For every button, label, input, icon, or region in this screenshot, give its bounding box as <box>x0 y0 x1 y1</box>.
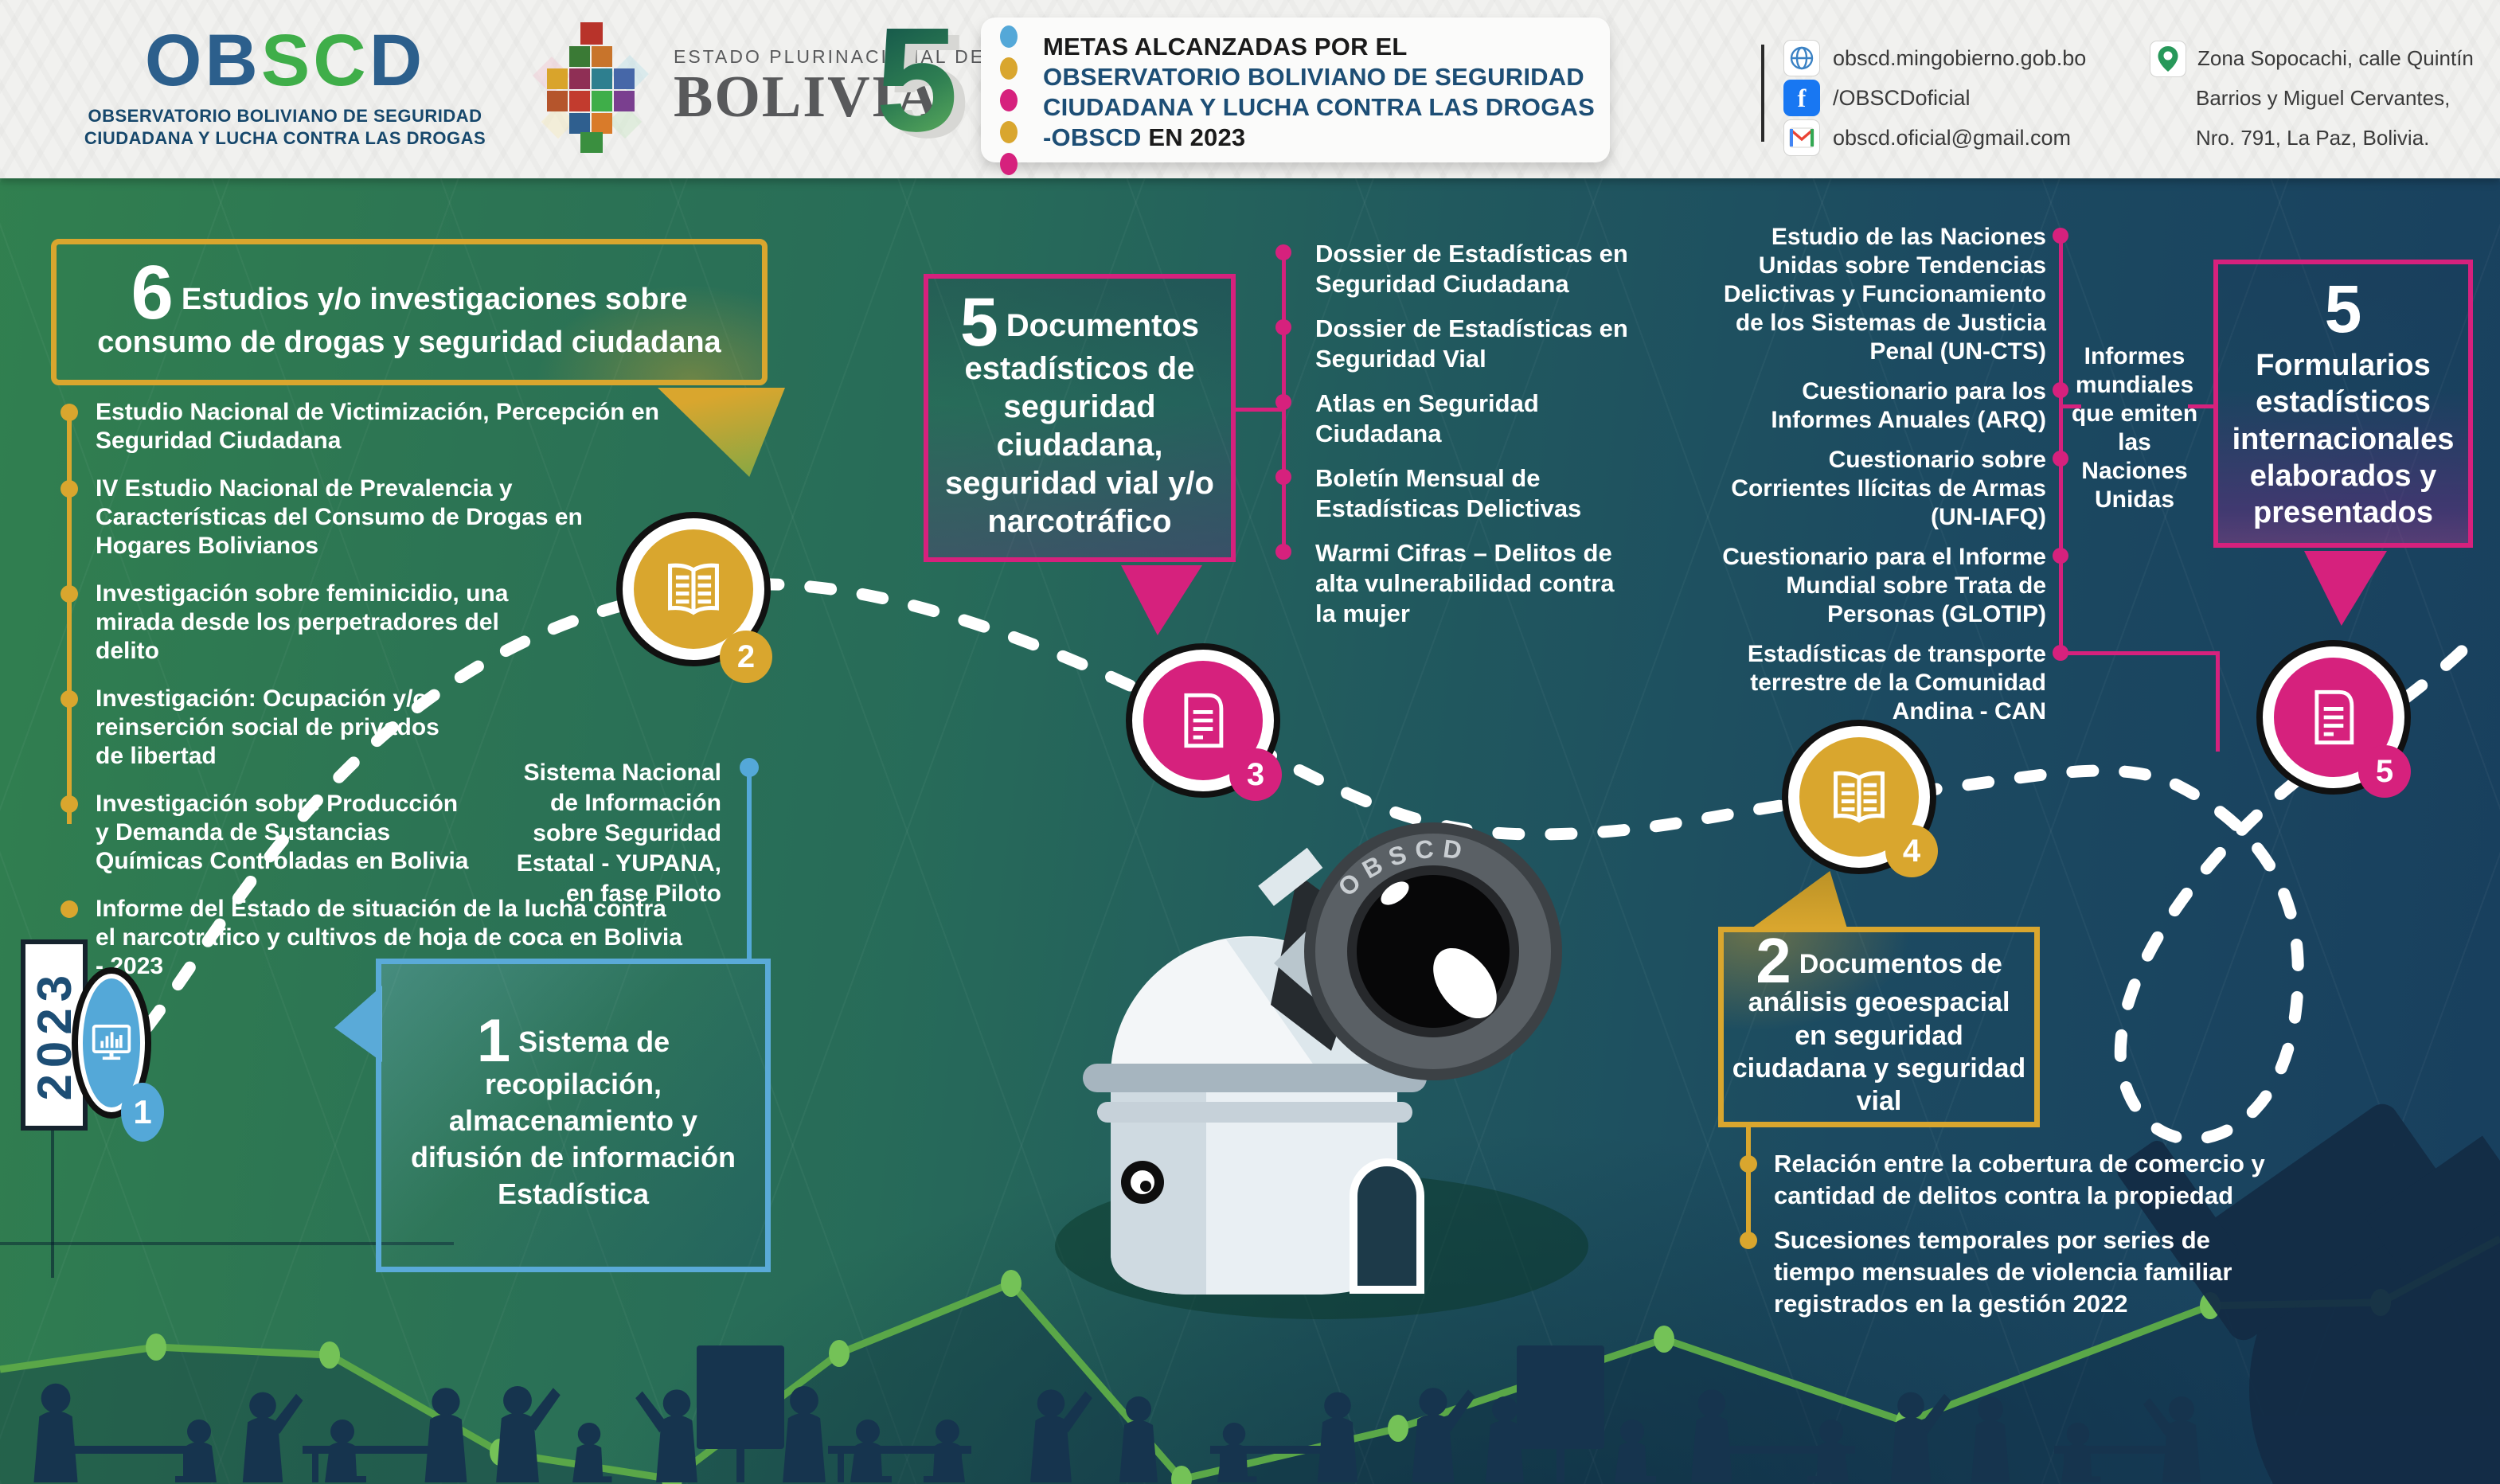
bullet-icon <box>1275 244 1291 260</box>
list-item: Relación entre la cobertura de comercio … <box>1740 1148 2283 1212</box>
decor-line <box>0 1242 454 1245</box>
list-item: Dossier de Estadísticas en Seguridad Ciu… <box>1275 239 1634 299</box>
bullet-icon <box>1275 469 1291 485</box>
connector-line <box>2061 404 2081 408</box>
list-item: Cuestionario sobre Corrientes Ilícitas d… <box>1704 446 2068 532</box>
bullet-icon <box>61 585 78 603</box>
email-link[interactable]: obscd.oficial@gmail.com <box>1783 118 2086 158</box>
location-pin-icon <box>2150 41 2186 77</box>
list-item: Warmi Cifras – Delitos de alta vulnerabi… <box>1275 538 1634 629</box>
un-reports-note: Informes mundiales que emiten las Nacion… <box>2071 343 2198 513</box>
website-link[interactable]: obscd.mingobierno.gob.bo <box>1783 38 2086 78</box>
obscd-logo: OBSCD OBSERVATORIO BOLIVIANO DE SEGURIDA… <box>62 24 508 149</box>
chakana-icon <box>532 21 651 154</box>
milestone-badge-4: 4 <box>1885 825 1938 877</box>
list-item: Cuestionario para el Informe Mundial sob… <box>1704 543 2068 629</box>
facebook-link[interactable]: f /OBSCDoficial <box>1783 78 2086 118</box>
milestone-badge-5: 5 <box>2358 745 2411 798</box>
list-item: Investigación: Ocupación y/o reinserción… <box>61 685 466 771</box>
statistics-list: Dossier de Estadísticas en Seguridad Ciu… <box>1275 239 1634 643</box>
estado-plurinacional-label: ESTADO PLURINACIONAL DE BOLIVIA <box>674 46 986 130</box>
address-block: Zona Sopocachi, calle Quintín Barrios y … <box>2150 38 2474 158</box>
list-item: Boletín Mensual de Estadísticas Delictiv… <box>1275 463 1634 524</box>
connector-line <box>67 410 72 824</box>
bullet-icon <box>1275 544 1291 560</box>
list-item: Investigación sobre Producción y Demanda… <box>61 790 474 876</box>
globe-icon <box>1783 40 1820 76</box>
header-title-card: METAS ALCANZADAS POR EL OBSERVATORIO BOL… <box>981 18 1610 175</box>
milestone-badge-2: 2 <box>720 631 772 683</box>
connector-line <box>2188 404 2215 408</box>
contact-block: obscd.mingobierno.gob.bo f /OBSCDoficial… <box>1783 38 2086 158</box>
connector-line <box>1236 408 1283 412</box>
list-item: IV Estudio Nacional de Prevalencia y Car… <box>61 474 585 560</box>
bottom-band <box>0 1239 2500 1484</box>
obscd-logo-word: OBSCD <box>144 20 426 101</box>
connector-line <box>2216 651 2220 752</box>
bullet-icon <box>61 690 78 708</box>
telescope-lens: OBSCD <box>1304 822 1562 1080</box>
bullet-icon <box>1275 394 1291 410</box>
bullet-icon <box>1740 1155 1757 1173</box>
connector-line <box>2059 236 2063 656</box>
list-item: Estudio Nacional de Victimización, Perce… <box>61 398 685 455</box>
list-item: Estadísticas de transporte terrestre de … <box>1704 640 2068 726</box>
bullet-icon <box>2053 451 2068 467</box>
connector-line <box>747 767 752 960</box>
connector-dot <box>740 758 759 777</box>
list-item: Cuestionario para los Informes Anuales (… <box>1704 377 2068 435</box>
connector-line <box>2061 651 2218 655</box>
bullet-icon <box>2053 382 2068 398</box>
bullet-icon <box>61 404 78 421</box>
gmail-icon <box>1783 119 1820 156</box>
open-book-icon <box>668 563 719 615</box>
document-icon <box>1184 693 1224 748</box>
obscd-logo-subtitle: OBSERVATORIO BOLIVIANO DE SEGURIDAD CIUD… <box>84 106 486 148</box>
milestone-circle-5 <box>2256 640 2411 795</box>
open-book-icon <box>1834 771 1885 823</box>
connector-line <box>1746 1127 1751 1247</box>
header-bar: OBSCD OBSERVATORIO BOLIVIANO DE SEGURIDA… <box>0 0 2500 178</box>
list-item: Estudio de las Naciones Unidas sobre Ten… <box>1704 223 2068 366</box>
document-icon <box>2314 689 2354 745</box>
bullet-icon <box>2053 548 2068 564</box>
bullet-icon <box>61 900 78 918</box>
zigzag-chart-line <box>0 1236 2500 1484</box>
header-title: METAS ALCANZADAS POR EL OBSERVATORIO BOL… <box>1043 33 1596 151</box>
observatory-illustration: OBSCD <box>1055 822 1588 1319</box>
decor-line <box>51 1131 54 1278</box>
geospatial-list: Relación entre la cobertura de comercio … <box>1740 1148 2291 1333</box>
list-item: Sucesiones temporales por series de tiem… <box>1740 1224 2283 1320</box>
list-item: Atlas en Seguridad Ciudadana <box>1275 389 1634 449</box>
monitor-chart-icon <box>92 1025 131 1060</box>
list-item: Investigación sobre feminicidio, una mir… <box>61 580 561 666</box>
milestone-badge-1: 1 <box>121 1083 164 1142</box>
title-dots-icon <box>1000 25 1018 175</box>
facebook-icon: f <box>1783 80 1820 116</box>
bullet-icon <box>2053 228 2068 244</box>
section-forms-box: 5 Formularios estadísticos internacional… <box>2213 260 2473 548</box>
bullet-icon <box>61 795 78 813</box>
international-forms-list: Estudio de las Naciones Unidas sobre Ten… <box>1704 223 2068 737</box>
studies-list: Estudio Nacional de Victimización, Perce… <box>61 398 685 1000</box>
list-item: Dossier de Estadísticas en Seguridad Via… <box>1275 314 1634 374</box>
milestone-badge-3: 3 <box>1229 748 1282 801</box>
yupana-note: Sistema Nacional de Información sobre Se… <box>516 760 721 907</box>
bullet-icon <box>1275 319 1291 335</box>
header-big-number: 5 5 <box>876 6 969 161</box>
bullet-icon <box>2053 645 2068 661</box>
bullet-icon <box>1740 1232 1757 1249</box>
bullet-icon <box>61 480 78 498</box>
camera-silhouette <box>2117 1103 2500 1484</box>
header-divider <box>1761 45 1764 142</box>
list-item: Informe del Estado de situación de la lu… <box>61 895 685 981</box>
